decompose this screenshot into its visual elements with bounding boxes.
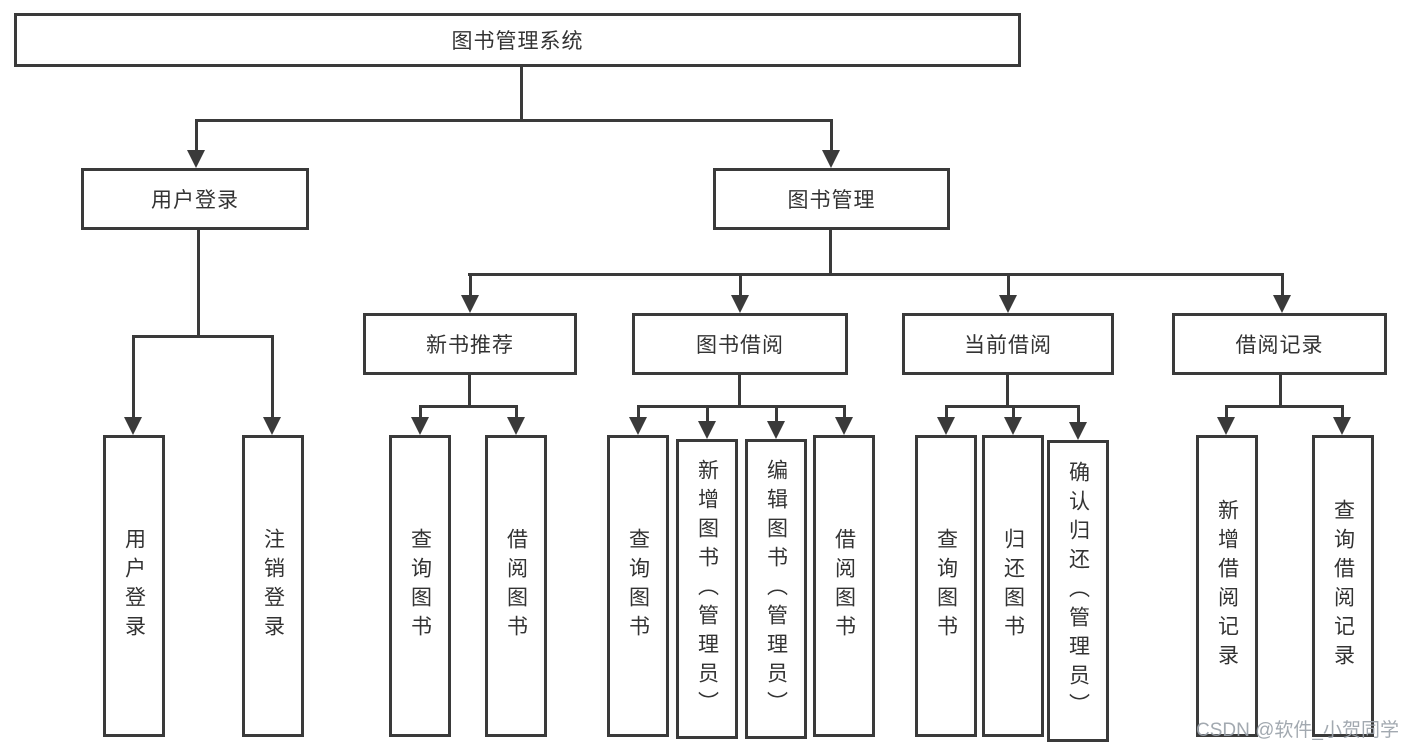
connector-arrow-new-book bbox=[469, 273, 472, 297]
leaf-logout: 注销登录 bbox=[242, 435, 304, 737]
connector-arrow-bb-query bbox=[637, 405, 640, 419]
connector-level2-rail bbox=[468, 273, 1282, 276]
connector-arrow-br-add bbox=[1225, 405, 1228, 419]
connector-book-borrow-stub bbox=[738, 375, 741, 408]
connector-arrow-bb-borrow bbox=[843, 405, 846, 419]
leaf-nb-query-books: 查询图书 bbox=[389, 435, 451, 737]
connector-level1-rail bbox=[195, 119, 832, 122]
connector-arrow-bb-edit bbox=[775, 405, 778, 423]
connector-book-management-stub bbox=[829, 230, 832, 276]
node-book-management: 图书管理 bbox=[713, 168, 950, 230]
connector-arrow-cb-confirm bbox=[1077, 405, 1080, 424]
connector-user-login-stub bbox=[197, 230, 200, 338]
arrowhead-bb-borrow bbox=[835, 417, 853, 435]
connector-arrow-nb-borrow bbox=[515, 405, 518, 419]
connector-arrow-cb-return bbox=[1012, 405, 1015, 419]
connector-borrow-records-rail bbox=[1225, 405, 1344, 408]
leaf-bb-add-books-admin: 新增图书（管理员） bbox=[676, 439, 738, 739]
connector-arrow-nb-query bbox=[419, 405, 422, 419]
leaf-user-login: 用户登录 bbox=[103, 435, 165, 737]
node-root: 图书管理系统 bbox=[14, 13, 1021, 67]
connector-current-borrow-stub bbox=[1006, 375, 1009, 408]
connector-root-stub bbox=[520, 67, 523, 122]
connector-arrow-current-borrow bbox=[1007, 273, 1010, 297]
connector-arrow-br-query bbox=[1341, 405, 1344, 419]
leaf-br-add-record: 新增借阅记录 bbox=[1196, 435, 1258, 737]
connector-arrow-cb-query bbox=[945, 405, 948, 419]
arrowhead-leaf-login bbox=[124, 417, 142, 435]
connector-new-book-rail bbox=[419, 405, 518, 408]
leaf-cb-return-books: 归还图书 bbox=[982, 435, 1044, 737]
arrowhead-user-login bbox=[187, 150, 205, 168]
arrowhead-book-management bbox=[822, 150, 840, 168]
arrowhead-book-borrow bbox=[731, 295, 749, 313]
connector-arrow-bb-add bbox=[706, 405, 709, 423]
connector-arrow-leaf-login bbox=[132, 335, 135, 419]
leaf-br-query-record: 查询借阅记录 bbox=[1312, 435, 1374, 737]
arrowhead-br-add bbox=[1217, 417, 1235, 435]
arrowhead-bb-query bbox=[629, 417, 647, 435]
connector-arrow-user-login bbox=[195, 119, 198, 152]
arrowhead-bb-add bbox=[698, 421, 716, 439]
node-new-book-recommend: 新书推荐 bbox=[363, 313, 577, 375]
connector-user-login-rail bbox=[132, 335, 274, 338]
leaf-bb-query-books: 查询图书 bbox=[607, 435, 669, 737]
arrowhead-bb-edit bbox=[767, 421, 785, 439]
arrowhead-current-borrow bbox=[999, 295, 1017, 313]
connector-book-borrow-rail bbox=[637, 405, 846, 408]
node-borrow-records: 借阅记录 bbox=[1172, 313, 1387, 375]
leaf-bb-edit-books-admin: 编辑图书（管理员） bbox=[745, 439, 807, 739]
leaf-nb-borrow-books: 借阅图书 bbox=[485, 435, 547, 737]
connector-arrow-book-borrow bbox=[739, 273, 742, 297]
leaf-cb-query-books: 查询图书 bbox=[915, 435, 977, 737]
connector-arrow-leaf-logout bbox=[271, 335, 274, 419]
arrowhead-cb-query bbox=[937, 417, 955, 435]
node-current-borrow: 当前借阅 bbox=[902, 313, 1114, 375]
node-user-login: 用户登录 bbox=[81, 168, 309, 230]
node-book-borrow: 图书借阅 bbox=[632, 313, 848, 375]
connector-new-book-stub bbox=[468, 375, 471, 408]
arrowhead-leaf-logout bbox=[263, 417, 281, 435]
connector-arrow-borrow-records bbox=[1281, 273, 1284, 297]
arrowhead-borrow-records bbox=[1273, 295, 1291, 313]
connector-arrow-book-management bbox=[830, 119, 833, 152]
arrowhead-cb-confirm bbox=[1069, 422, 1087, 440]
arrowhead-nb-query bbox=[411, 417, 429, 435]
arrowhead-nb-borrow bbox=[507, 417, 525, 435]
leaf-bb-borrow-books: 借阅图书 bbox=[813, 435, 875, 737]
watermark: CSDN @软件_小贺同学 bbox=[1196, 720, 1399, 741]
connector-borrow-records-stub bbox=[1279, 375, 1282, 408]
arrowhead-br-query bbox=[1333, 417, 1351, 435]
arrowhead-new-book bbox=[461, 295, 479, 313]
leaf-cb-confirm-return-admin: 确认归还（管理员） bbox=[1047, 440, 1109, 742]
arrowhead-cb-return bbox=[1004, 417, 1022, 435]
